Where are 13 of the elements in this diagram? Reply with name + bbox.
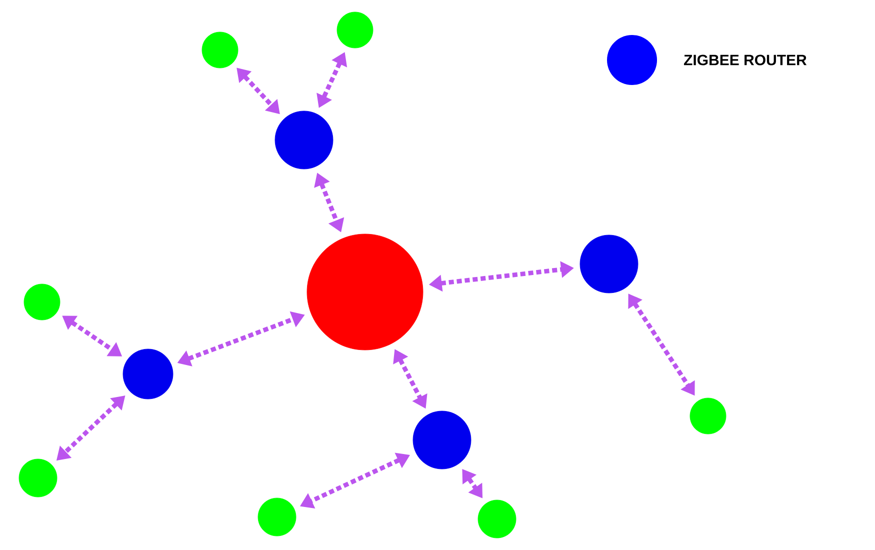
end-device-circle xyxy=(478,500,516,538)
legend-label: ZIGBEE ROUTER xyxy=(684,54,807,66)
router-circle xyxy=(122,348,174,400)
end-device-circle xyxy=(202,32,238,68)
end-device-circle xyxy=(690,398,726,434)
router-circle xyxy=(580,234,638,294)
end-device-circle xyxy=(258,498,296,536)
router-circle xyxy=(412,410,472,470)
coordinator-circle xyxy=(306,234,424,350)
end-device-circle xyxy=(24,284,60,320)
end-device-circle xyxy=(336,12,374,48)
end-device-circle xyxy=(18,458,58,498)
router-circle xyxy=(274,110,334,170)
